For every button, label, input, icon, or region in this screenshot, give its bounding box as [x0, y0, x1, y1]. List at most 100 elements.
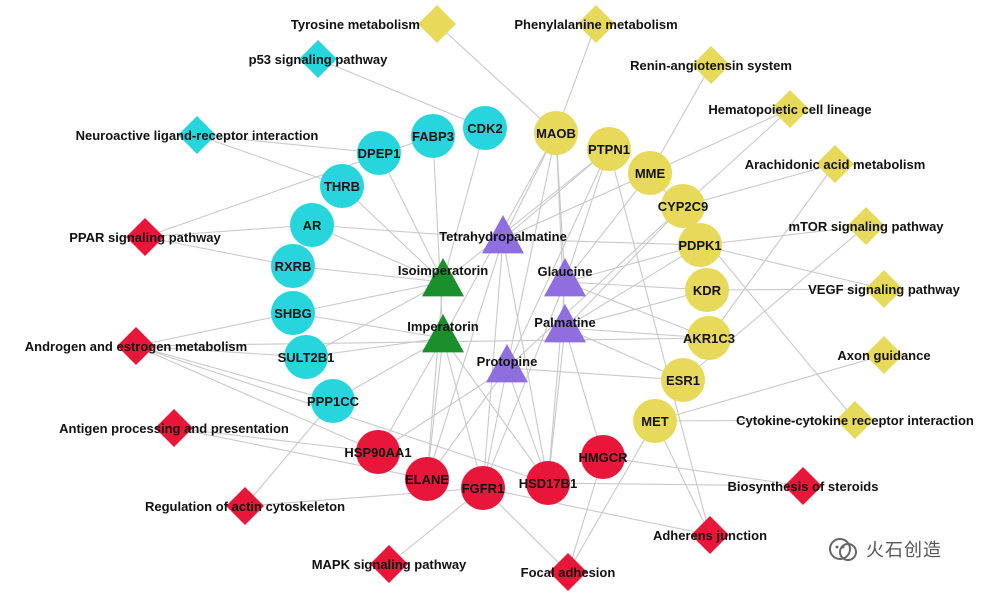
edge-protopine-MAOB	[506, 132, 557, 369]
edge-SHBG-p_androgen	[135, 312, 294, 347]
compound-node-tetrahydropalmatine[interactable]	[482, 215, 524, 254]
compound-triangle	[486, 344, 528, 383]
edge-tetrahydropalmatine-ELANE	[426, 238, 504, 480]
compound-node-palmatine[interactable]	[544, 304, 586, 343]
target-node-hmgcr[interactable]: HMGCR	[578, 435, 628, 479]
compound-node-glaucine[interactable]	[544, 258, 586, 297]
edge-isoimperatorin-CDK2	[442, 127, 486, 283]
pathway-node-mtor[interactable]: mTOR signaling pathway	[788, 207, 944, 245]
target-node-akr1c3[interactable]: AKR1C3	[683, 316, 735, 360]
target-label: HSP90AA1	[344, 445, 411, 460]
pathway-node-neuro[interactable]: Neuroactive ligand-receptor interaction	[76, 116, 319, 154]
edge-isoimperatorin-SULT2B1	[305, 281, 444, 358]
target-circle	[320, 164, 364, 208]
pathway-node-mapk[interactable]: MAPK signaling pathway	[312, 545, 467, 583]
pathway-label: p53 signaling pathway	[249, 52, 388, 67]
compound-triangle	[422, 258, 464, 297]
pathway-node-cytokine[interactable]: Cytokine-cytokine receptor interaction	[736, 401, 974, 439]
pathway-node-axon[interactable]: Axon guidance	[837, 336, 931, 374]
pathway-node-vegf[interactable]: VEGF signaling pathway	[808, 270, 961, 308]
target-node-elane[interactable]: ELANE	[405, 457, 449, 501]
pathway-node-androgen[interactable]: Androgen and estrogen metabolism	[25, 327, 247, 365]
pathway-node-steroids[interactable]: Biosynthesis of steroids	[728, 467, 879, 505]
compound-node-protopine[interactable]	[486, 344, 528, 383]
pathway-diamond	[692, 46, 730, 84]
target-node-rxrb[interactable]: RXRB	[271, 244, 315, 288]
target-node-ppp1cc[interactable]: PPP1CC	[307, 379, 360, 423]
target-node-kdr[interactable]: KDR	[685, 268, 729, 312]
pathway-label: Renin-angiotensin system	[630, 58, 792, 73]
pathway-node-phenylalanine[interactable]: Phenylalanine metabolism	[514, 5, 678, 43]
edge-RXRB-p_ppar	[144, 236, 294, 267]
target-node-thrb[interactable]: THRB	[320, 164, 364, 208]
compound-triangle	[544, 258, 586, 297]
pathway-node-focal[interactable]: Focal adhesion	[521, 553, 616, 591]
target-node-mme[interactable]: MME	[628, 151, 672, 195]
pathway-node-renin[interactable]: Renin-angiotensin system	[630, 46, 792, 84]
target-node-cdk2[interactable]: CDK2	[463, 106, 507, 150]
target-node-sult2b1[interactable]: SULT2B1	[278, 335, 335, 379]
pathway-node-arachidonic[interactable]: Arachidonic acid metabolism	[745, 145, 926, 183]
pathway-node-tyrosine[interactable]: Tyrosine metabolism	[291, 5, 456, 43]
pathway-diamond	[299, 40, 337, 78]
target-label: MME	[635, 166, 666, 181]
edge-tetrahydropalmatine-HSD17B1	[502, 238, 549, 484]
target-node-met[interactable]: MET	[633, 399, 677, 443]
target-label: FABP3	[412, 129, 454, 144]
edge-MME-p_hematopoietic	[649, 108, 791, 174]
pathway-node-ppar[interactable]: PPAR signaling pathway	[69, 218, 221, 256]
target-node-shbg[interactable]: SHBG	[271, 291, 315, 335]
pathway-label: Tyrosine metabolism	[291, 17, 420, 32]
compound-node-imperatorin[interactable]	[422, 314, 464, 353]
pathway-node-hematopoietic[interactable]: Hematopoietic cell lineage	[708, 90, 872, 128]
target-circle	[628, 151, 672, 195]
edge-protopine-CYP2C9	[506, 205, 684, 369]
target-node-ar[interactable]: AR	[290, 203, 334, 247]
target-node-fabp3[interactable]: FABP3	[411, 114, 455, 158]
target-node-hsd17b1[interactable]: HSD17B1	[519, 461, 578, 505]
pathway-node-adherens[interactable]: Adherens junction	[653, 516, 767, 554]
edge-HMGCR-p_steroids	[602, 456, 804, 487]
target-circle	[356, 430, 400, 474]
pathway-label: Neuroactive ligand-receptor interaction	[76, 128, 319, 143]
target-circle	[661, 184, 705, 228]
edge-palmatine-AKR1C3	[564, 327, 710, 339]
edge-glaucine-FGFR1	[482, 281, 566, 489]
edge-tetrahydropalmatine-PTPN1	[502, 148, 610, 240]
pathway-label: Androgen and estrogen metabolism	[25, 339, 247, 354]
pathway-diamond	[784, 467, 822, 505]
pathway-diamond	[771, 90, 809, 128]
target-label: MAOB	[536, 126, 576, 141]
edge-MET-p_cytokine	[654, 419, 856, 422]
nodes-layer: Tyrosine metabolism Phenylalanine metabol…	[25, 5, 974, 591]
pathway-label: Regulation of actin cytoskeleton	[145, 499, 345, 514]
target-circle	[587, 127, 631, 171]
edge-imperatorin-SULT2B1	[305, 337, 444, 358]
compound-node-isoimperatorin[interactable]	[422, 258, 464, 297]
pathway-node-p53[interactable]: p53 signaling pathway	[249, 40, 388, 78]
edge-glaucine-PTPN1	[564, 148, 610, 283]
target-node-ptpn1[interactable]: PTPN1	[587, 127, 631, 171]
target-node-pdpk1[interactable]: PDPK1	[678, 223, 722, 267]
edge-protopine-ESR1	[506, 367, 684, 381]
edge-THRB-p_neuro	[196, 134, 343, 187]
target-node-esr1[interactable]: ESR1	[661, 358, 705, 402]
target-node-maob[interactable]: MAOB	[534, 111, 578, 155]
pathway-diamond	[847, 207, 885, 245]
compound-label-tetrahydropalmatine: Tetrahydropalmatine	[439, 229, 567, 244]
pathway-node-antigen[interactable]: Antigen processing and presentation	[59, 409, 289, 447]
watermark: 火石创造	[826, 532, 942, 566]
target-node-cyp2c9[interactable]: CYP2C9	[658, 184, 709, 228]
target-node-dpep1[interactable]: DPEP1	[357, 131, 401, 175]
edge-palmatine-HSD17B1	[547, 327, 566, 484]
target-node-hsp90aa1[interactable]: HSP90AA1	[344, 430, 412, 474]
pathway-node-actin[interactable]: Regulation of actin cytoskeleton	[145, 487, 345, 525]
target-label: HSD17B1	[519, 476, 578, 491]
compound-triangle	[482, 215, 524, 254]
pathway-diamond	[549, 553, 587, 591]
target-label: HMGCR	[578, 450, 628, 465]
target-node-fgfr1[interactable]: FGFR1	[461, 466, 505, 510]
target-label: SHBG	[274, 306, 312, 321]
edge-tetrahydropalmatine-PDPK1	[502, 238, 701, 246]
